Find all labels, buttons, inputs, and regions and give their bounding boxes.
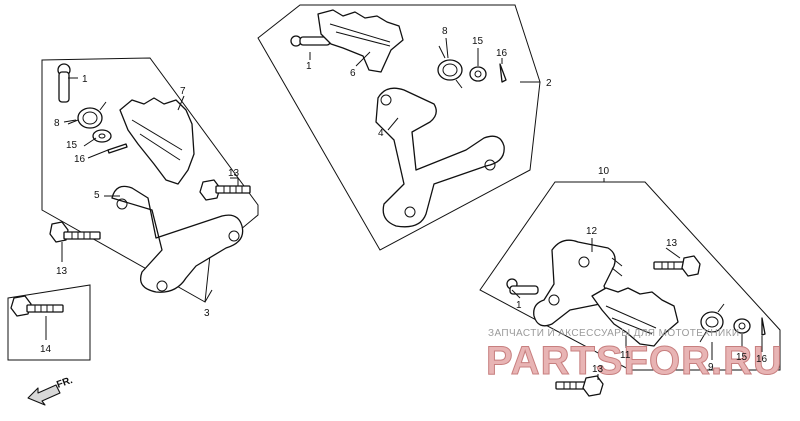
callout-1-top: 1 — [306, 61, 312, 72]
spring-part-8-left — [67, 101, 107, 129]
pin-part-1-right — [506, 278, 539, 295]
washer-part-15-top — [469, 66, 487, 82]
callout-3: 3 — [204, 308, 210, 319]
bolt-part-13-left-a — [199, 179, 251, 201]
arrow-icon — [27, 384, 61, 406]
callout-8-top: 8 — [442, 26, 448, 37]
washer-part-15-left — [92, 129, 112, 143]
front-direction-label: FR. — [55, 375, 74, 391]
cotter-pin-part-16-left — [107, 143, 128, 154]
callout-1-right: 1 — [516, 300, 522, 311]
pin-part-1-top — [290, 35, 331, 47]
callout-13-right-b: 13 — [592, 364, 604, 375]
callout-2: 2 — [546, 78, 552, 89]
callout-13-left-b: 13 — [56, 266, 68, 277]
callout-9: 9 — [708, 362, 714, 373]
bracket-part-4 — [375, 87, 505, 228]
bolt-part-13-left-b — [49, 221, 101, 243]
spring-part-8-top — [437, 45, 463, 89]
bolt-part-14 — [10, 295, 64, 317]
bolt-part-13-right-b — [555, 375, 604, 397]
callout-6: 6 — [350, 68, 356, 79]
callout-15-left: 15 — [66, 140, 78, 151]
cotter-pin-part-16-right — [761, 317, 766, 336]
callout-13-right-a: 13 — [666, 238, 678, 249]
callout-14: 14 — [40, 344, 52, 355]
callout-7: 7 — [180, 86, 186, 97]
callout-1-left: 1 — [82, 74, 88, 85]
callout-5: 5 — [94, 190, 100, 201]
cotter-pin-part-16-top — [499, 63, 507, 83]
assembly-frame-10 — [479, 181, 781, 371]
callout-11: 11 — [620, 350, 631, 361]
callout-16-top: 16 — [496, 48, 508, 59]
callout-4: 4 — [378, 128, 384, 139]
callout-16-right: 16 — [756, 354, 768, 365]
callout-10: 10 — [598, 166, 610, 177]
callout-15-top: 15 — [472, 36, 484, 47]
footpeg-part-11-right — [591, 287, 679, 347]
bolt-part-13-right-a — [653, 255, 701, 277]
washer-part-15-right — [733, 318, 751, 334]
spring-part-9-right — [699, 303, 725, 343]
footpeg-part-6-top — [317, 9, 404, 73]
callout-15-right: 15 — [736, 352, 748, 363]
bracket-part-10 — [533, 239, 623, 327]
callout-8-left: 8 — [54, 118, 60, 129]
pin-part-1-left — [57, 63, 71, 103]
callout-13-left-a: 13 — [228, 168, 240, 179]
callout-16-left: 16 — [74, 154, 86, 165]
assembly-frame-14 — [7, 284, 91, 361]
footpeg-part-7-left — [119, 97, 195, 185]
callout-12: 12 — [586, 226, 598, 237]
bracket-part-5 — [111, 185, 244, 293]
front-direction-indicator: FR. — [27, 375, 74, 406]
watermark-logo: PARTSFOR.RU — [486, 339, 783, 383]
watermark-tagline: ЗАПЧАСТИ И АКСЕССУАРЫ ДЛЯ МОТОТЕХНИКИ — [488, 328, 739, 339]
